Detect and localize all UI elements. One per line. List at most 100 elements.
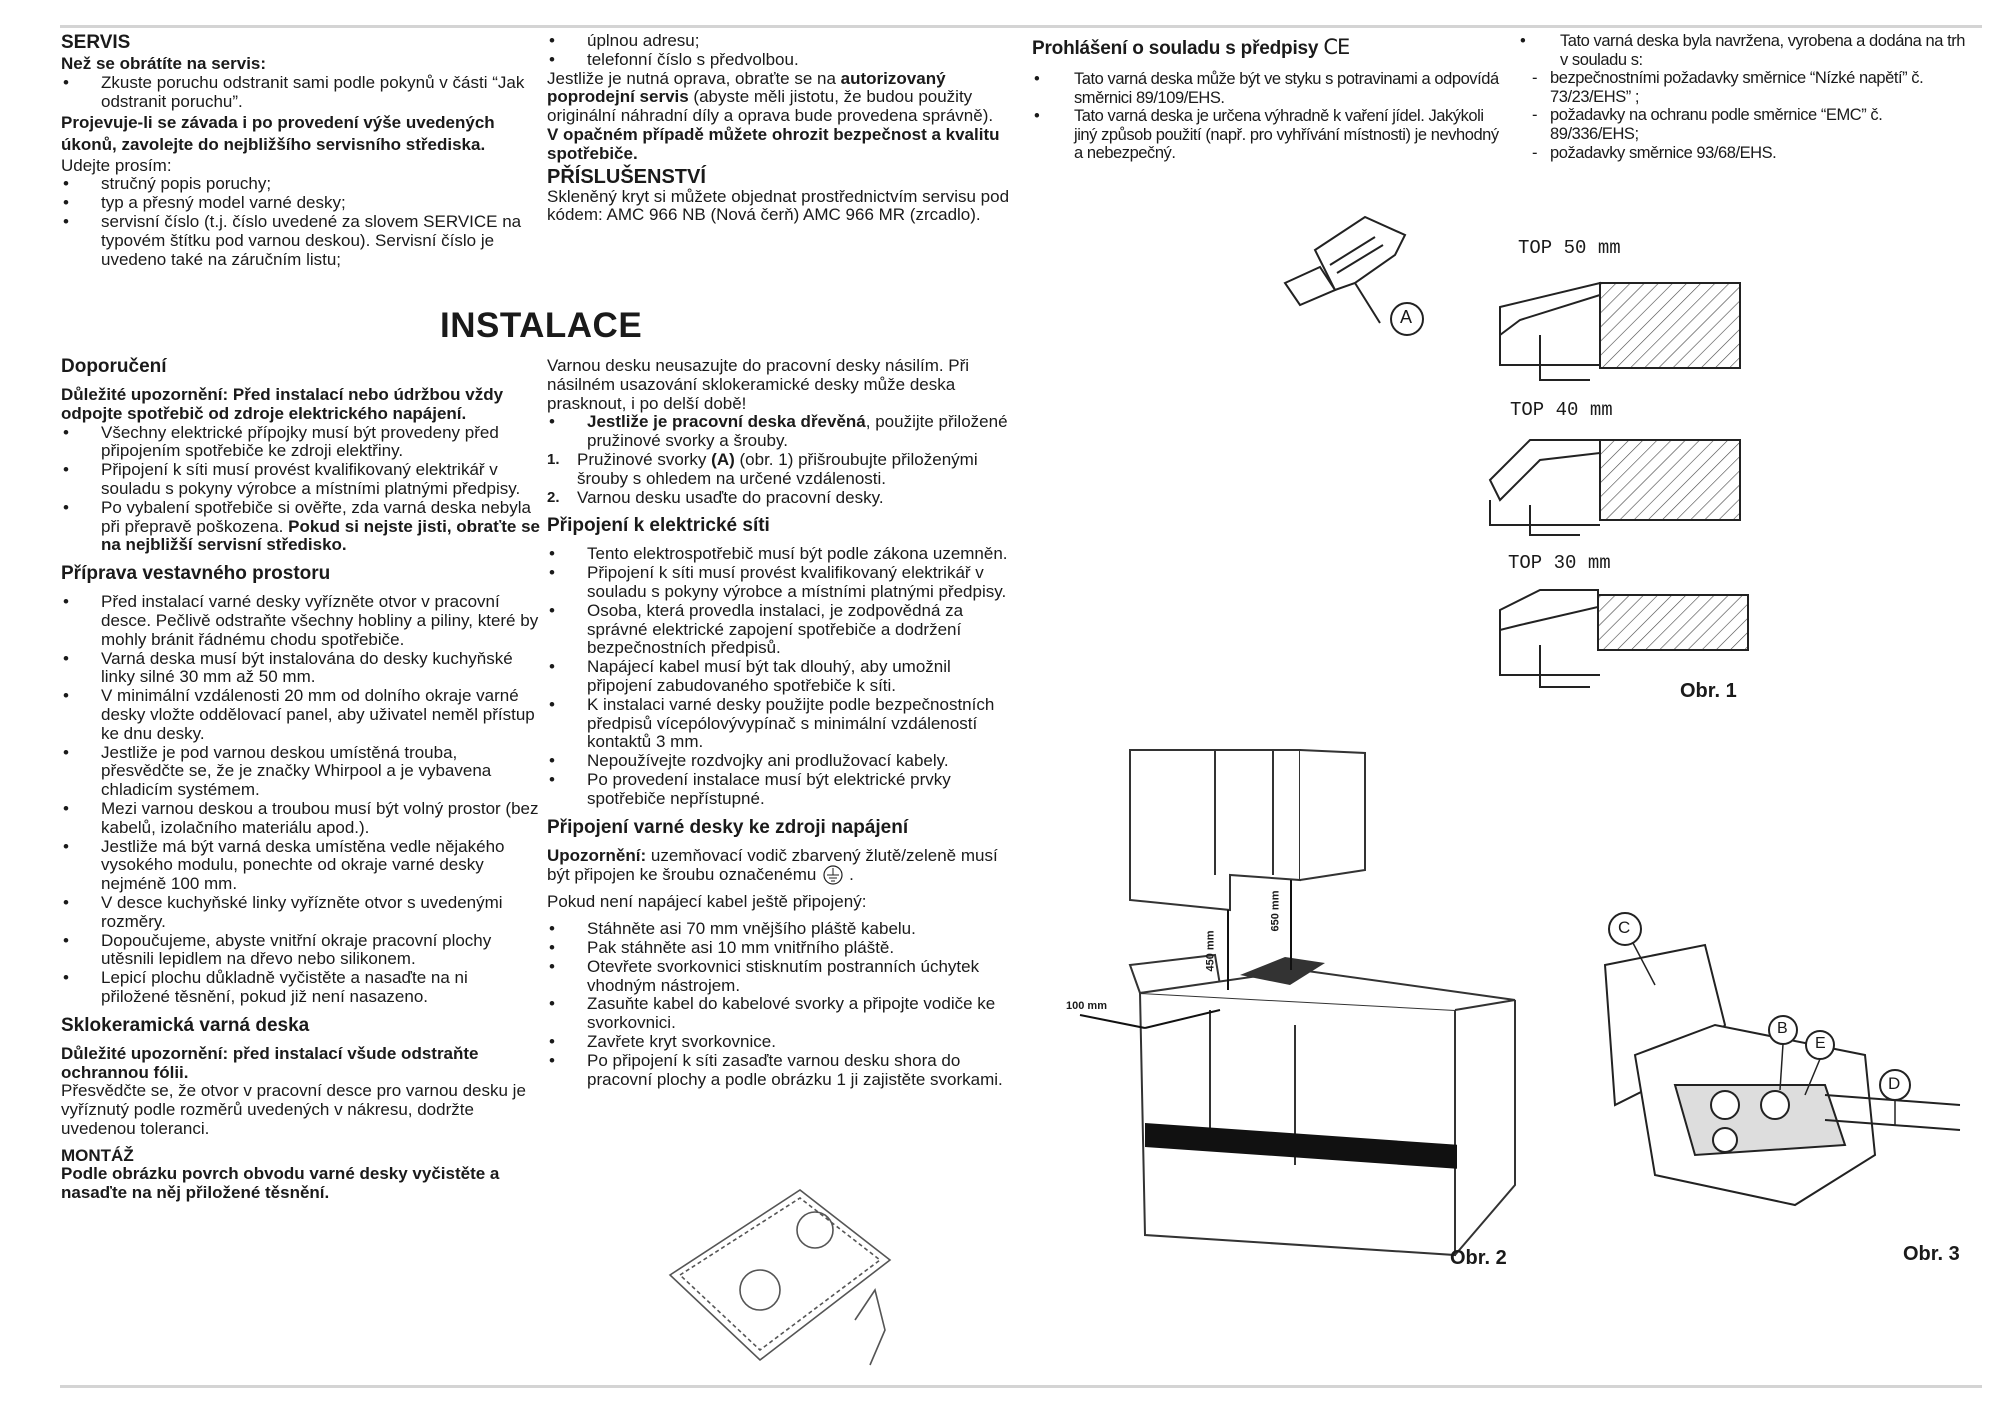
column-declaration: Prohlášení o souladu s předpisy CE Tato v…	[1032, 36, 1502, 163]
paragraph: Skleněný kryt si můžete objednat prostře…	[547, 186, 1017, 226]
text-run: V opačném případě můžete ohrozit bezpečn…	[547, 124, 1000, 163]
text-run: Podle obrázku povrch obvodu varné desky …	[61, 1164, 500, 1203]
text-run: Projevuje-li se závada i po provedení vý…	[61, 112, 495, 155]
bullet-item: telefonní číslo s předvolbou.	[547, 49, 1017, 70]
figure-2-caption: Obr. 2	[1450, 1247, 1507, 1269]
text-run: SERVIS	[61, 32, 131, 53]
text-run: Varnou desku usaďte do pracovní desky.	[577, 487, 884, 507]
text-run: Skleněný kryt si můžete objednat prostře…	[547, 186, 1010, 225]
bullet-item: Stáhněte asi 70 mm vnějšího pláště kabel…	[547, 919, 1017, 939]
text-run: Napájecí kabel musí být tak dlouhý, aby …	[587, 657, 951, 695]
text-run: Jestliže je pod varnou deskou umístěná t…	[101, 742, 492, 800]
section-heading: Příprava vestavného prostoru	[61, 563, 541, 585]
bullet-item: Jestliže je pracovní deska dřevěná, použ…	[547, 412, 1017, 451]
bottom-rule	[60, 1385, 1982, 1388]
figure-3-terminal-block: C B E D Obr. 3	[1575, 905, 1975, 1265]
bullet-item: Tento elektrospotřebič musí být podle zá…	[547, 544, 1017, 564]
dash-item: požadavky směrnice 93/68/EHS.	[1518, 144, 1968, 163]
section-heading: Prohlášení o souladu s předpisy CE	[1032, 36, 1502, 60]
bullet-item: stručný popis poruchy;	[61, 174, 541, 194]
numbered-item: 2.Varnou desku usaďte do pracovní desky.	[547, 487, 1017, 508]
text-run: MONTÁŽ	[61, 1145, 134, 1165]
top-rule	[60, 25, 1982, 28]
section-title: SERVIS	[61, 32, 541, 54]
text-run: Příprava vestavného prostoru	[61, 563, 331, 585]
section-title: PŘÍSLUŠENSTVÍ	[547, 166, 1017, 188]
item-number: 1.	[547, 450, 560, 468]
text-run: Přesvědčte se, že otvor v pracovní desce…	[61, 1081, 526, 1138]
bullet-item: Tato varná deska byla navržena, vyrobena…	[1518, 32, 1968, 69]
figure-1-caption: Obr. 1	[1680, 680, 1737, 702]
text-run: Varná deska musí být instalována do desk…	[101, 648, 513, 687]
bullet-item: Mezi varnou deskou a troubou musí být vo…	[61, 798, 541, 838]
bullet-item: Napájecí kabel musí být tak dlouhý, aby …	[547, 657, 1017, 696]
text-run: požadavky na ochranu podle směrnice “EMC…	[1550, 106, 1883, 143]
text-run: Udejte prosím:	[61, 155, 172, 175]
text-run: úplnou adresu;	[587, 31, 700, 50]
bold-paragraph: MONTÁŽ	[61, 1145, 541, 1166]
text-run: Zavřete kryt svorkovnice.	[587, 1031, 776, 1051]
text-run: Jestliže je nutná oprava, obraťte se na	[547, 68, 841, 88]
paragraph: Varnou desku neusazujte do pracovní desk…	[547, 356, 1017, 413]
bullet-item: Zkuste poruchu odstranit sami podle poky…	[61, 73, 541, 112]
bullet-item: Po provedení instalace musí být elektric…	[547, 769, 1017, 809]
bold-paragraph: V opačném případě můžete ohrozit bezpečn…	[547, 124, 1017, 164]
text-run: telefonní číslo s předvolbou.	[587, 49, 799, 69]
text-run: Nepoužívejte rozdvojky ani prodlužovací …	[587, 751, 949, 771]
text-run: Důležité upozornění: Před instalací nebo…	[61, 385, 504, 423]
bullet-item: Zavřete kryt svorkovnice.	[547, 1031, 1017, 1052]
figure-1-sections: TOP 50 mm TOP 40 mm TOP 30 mm Obr. 1	[1480, 235, 1760, 702]
text-run: stručný popis poruchy;	[101, 174, 272, 194]
bullet-item: typ a přesný model varné desky;	[61, 193, 541, 213]
bullet-item: Zasuňte kabel do kabelové svorky a připo…	[547, 994, 1017, 1033]
text-run: servisní číslo (t.j. číslo uvedené za sl…	[101, 211, 522, 269]
label-top-30: TOP 30 mm	[1508, 552, 1611, 574]
bullet-item: Osoba, která provedla instalaci, je zodp…	[547, 601, 1017, 658]
bold-paragraph: Důležité upozornění: Před instalací nebo…	[61, 385, 541, 424]
text-run: Připojení k elektrické síti	[547, 515, 770, 537]
text-run: Důležité upozornění: před instalací všud…	[61, 1043, 479, 1082]
text-run: Lepicí plochu důkladně vyčistěte a nasaď…	[101, 968, 468, 1006]
bullet-item: Pak stáhněte asi 10 mm vnitřního pláště.	[547, 938, 1017, 958]
subheading: Než se obrátíte na servis:	[61, 54, 541, 74]
text-run: Všechny elektrické přípojky musí být pro…	[101, 422, 499, 461]
ground-symbol-icon	[822, 865, 844, 885]
bullet-item: Jestliže má být varná deska umístěna ved…	[61, 836, 541, 894]
paragraph: Přesvědčte se, že otvor v pracovní desce…	[61, 1081, 541, 1138]
text-run: Doporučení	[61, 356, 167, 377]
paragraph: Jestliže je nutná oprava, obraťte se na …	[547, 68, 1017, 126]
bullet-item: Tato varná deska je určena výhradně k va…	[1032, 107, 1502, 163]
text-run: autorizovaný poprodejní servis	[547, 68, 946, 107]
page-title: INSTALACE	[440, 306, 643, 345]
section-heading: Připojení varné desky ke zdroji napájení	[547, 817, 1017, 839]
text-run: Po provedení instalace musí být elektric…	[587, 769, 951, 808]
bullet-item: Dopoučujeme, abyste vnitřní okraje praco…	[61, 930, 541, 970]
text-run: Po připojení k síti zasaďte varnou desku…	[587, 1050, 1003, 1089]
text-run: požadavky směrnice 93/68/EHS.	[1550, 143, 1777, 162]
text-run: uzemňovací vodič zbarvený žlutě/zeleně m…	[547, 845, 998, 885]
bullet-item: Po připojení k síti zasaďte varnou desku…	[547, 1050, 1017, 1090]
spring-clip-drawing	[1283, 215, 1424, 336]
text-run: Připojení k síti musí provést kvalifikov…	[101, 460, 521, 498]
paragraph: Upozornění: uzemňovací vodič zbarvený žl…	[547, 845, 1017, 886]
label-b: B	[1777, 1020, 1788, 1037]
text-run: K instalaci varné desky použijte podle b…	[587, 694, 995, 752]
bullet-item: Otevřete svorkovnici stisknutím postrann…	[547, 957, 1017, 996]
text-run: Jestliže má být varná deska umístěna ved…	[101, 836, 505, 894]
text-run: Prohlášení o souladu s předpisy	[1032, 38, 1324, 59]
label-top-50: TOP 50 mm	[1518, 237, 1621, 259]
dash-item: bezpečnostními požadavky směrnice “Nízké…	[1518, 69, 1968, 106]
text-run: Upozornění:	[547, 845, 647, 865]
dimension-450mm: 450 mm	[1204, 930, 1217, 972]
text-run: (abyste měli jistotu, že budou použity o…	[547, 87, 994, 126]
label-d: D	[1888, 1074, 1901, 1093]
text-run: Mezi varnou deskou a troubou musí být vo…	[101, 798, 539, 837]
text-run: Dopoučujeme, abyste vnitřní okraje praco…	[101, 930, 492, 969]
bullet-item: Tato varná deska může být ve styku s pot…	[1032, 70, 1502, 107]
section-heading: Připojení k elektrické síti	[547, 515, 1017, 537]
bold-paragraph: Důležité upozornění: před instalací všud…	[61, 1043, 541, 1083]
dimension-100mm: 100 mm	[1066, 1000, 1107, 1012]
text-run: PŘÍSLUŠENSTVÍ	[547, 165, 706, 188]
figure-2-clearances: 450 mm 650 mm 100 mm Obr. 2	[1060, 745, 1530, 1285]
